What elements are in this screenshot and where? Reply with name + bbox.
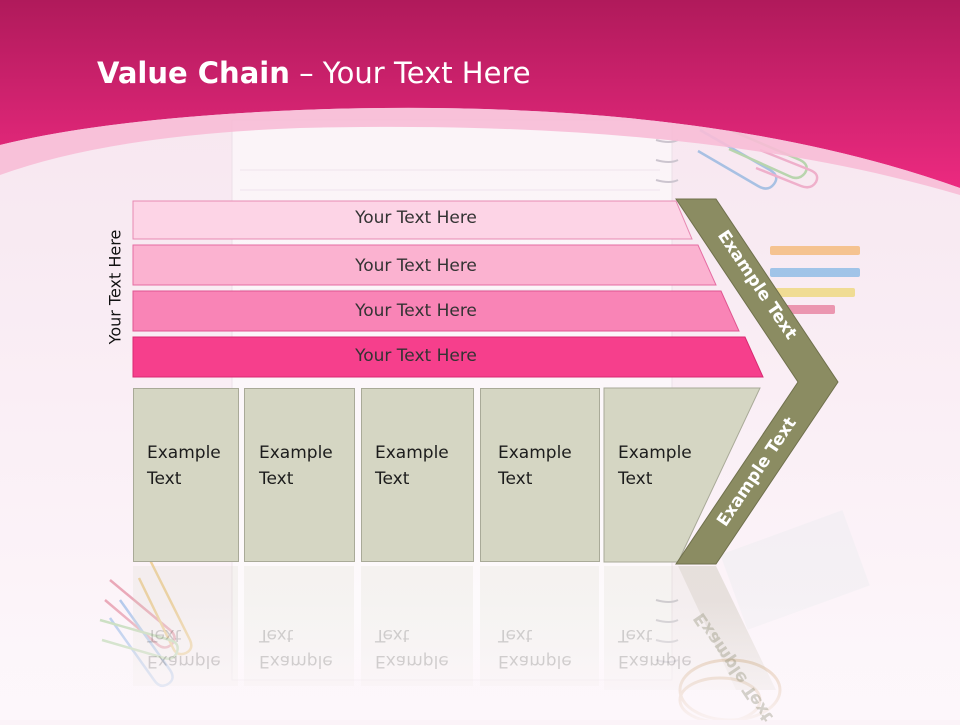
pencils-decoration <box>770 246 860 314</box>
activity-box-3-line2: Text <box>375 469 410 489</box>
activity-box-4-text: Example Text <box>498 440 598 492</box>
header-band <box>0 0 960 188</box>
reflection-line1: Example <box>375 651 449 671</box>
activity-box-4-line2: Text <box>498 469 533 489</box>
slide-title-rest: – Your Text Here <box>289 56 531 90</box>
activity-box-3-reflection: Example Text <box>375 622 475 674</box>
band-shape-2 <box>132 244 717 286</box>
activity-box-5-line1: Example <box>618 443 692 463</box>
slide-title: Value Chain – Your Text Here <box>97 56 531 90</box>
band-shape-1 <box>132 200 693 240</box>
activity-box-2-reflection: Example Text <box>259 622 359 674</box>
reflection-line1: Example <box>259 651 333 671</box>
band-label-4: Your Text Here <box>355 346 477 366</box>
slide-title-bold: Value Chain <box>97 56 290 90</box>
activity-box-5-line2: Text <box>618 469 653 489</box>
activity-box-3-text: Example Text <box>375 440 475 492</box>
band-label-3: Your Text Here <box>355 301 477 321</box>
band-label-2: Your Text Here <box>355 256 477 276</box>
activity-box-2-line1: Example <box>259 443 333 463</box>
header-swoosh <box>0 107 960 195</box>
reflection-line1: Example <box>498 651 572 671</box>
reflection-line1: Example <box>618 651 692 671</box>
activity-box-4-reflection: Example Text <box>498 622 598 674</box>
band-shape-3 <box>132 290 740 332</box>
reflection-line2: Text <box>375 625 410 645</box>
activity-box-4-line1: Example <box>498 443 572 463</box>
activity-box-1-line2: Text <box>147 469 182 489</box>
activity-box-1 <box>133 388 239 562</box>
activity-box-3-line1: Example <box>375 443 449 463</box>
activity-box-3 <box>361 388 474 562</box>
reflection-line2: Text <box>498 625 533 645</box>
chevron-arrow <box>675 198 839 565</box>
activity-box-2 <box>244 388 355 562</box>
band-label-1: Your Text Here <box>355 208 477 228</box>
activity-box-1-text: Example Text <box>147 440 247 492</box>
activity-box-5-text: Example Text <box>618 440 718 492</box>
band-shape-4 <box>132 336 764 378</box>
paperclips-decoration-top <box>697 128 819 190</box>
activity-box-1-reflection: Example Text <box>147 622 247 674</box>
reflection-line2: Text <box>259 625 294 645</box>
ruler-decoration <box>720 510 870 630</box>
side-label: Your Text Here <box>105 229 125 345</box>
activity-box-4 <box>480 388 600 562</box>
activity-box-2-line2: Text <box>259 469 294 489</box>
reflection-line1: Example <box>147 651 221 671</box>
activity-box-1-line1: Example <box>147 443 221 463</box>
reflection-line2: Text <box>147 625 182 645</box>
activity-box-2-text: Example Text <box>259 440 359 492</box>
